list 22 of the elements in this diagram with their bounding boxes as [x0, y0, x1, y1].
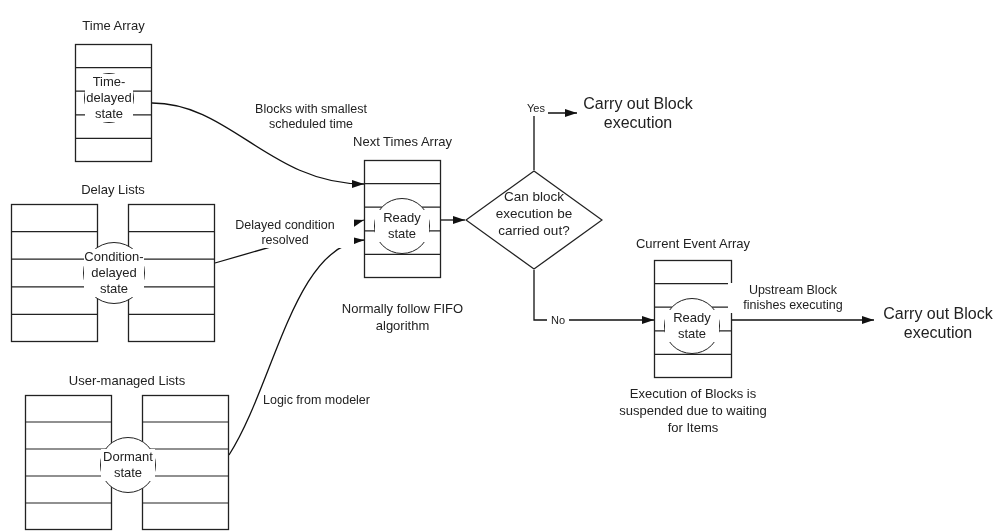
arrow	[533, 109, 578, 171]
note-text: Normally follow FIFO algorithm	[340, 300, 465, 334]
outcome-text: Carry out Block execution	[577, 92, 699, 134]
array-title: User-managed Lists	[67, 373, 187, 388]
arrow	[731, 316, 875, 324]
array-title: Time Array	[81, 18, 146, 33]
state-label: Time-delayed state	[85, 74, 133, 122]
array-title: Delay Lists	[80, 182, 146, 197]
outcome-text: Carry out Block execution	[874, 302, 1002, 344]
edge-label: Yes	[524, 101, 548, 116]
state-label: Condition-delayed state	[84, 249, 144, 297]
state-label: Dormant state	[101, 449, 155, 481]
array-title: Current Event Array	[634, 236, 752, 251]
arrow	[533, 269, 655, 324]
note-text: Execution of Blocks is suspended due to waiting for Items	[618, 385, 768, 436]
state-label: Ready state	[665, 310, 719, 342]
arrow	[151, 102, 365, 188]
array-title: Next Times Array	[352, 134, 453, 149]
arrow	[228, 238, 365, 456]
state-label: Ready state	[375, 210, 429, 242]
arrow	[440, 216, 466, 224]
decision-text: Can block execution be carried out?	[494, 188, 574, 239]
